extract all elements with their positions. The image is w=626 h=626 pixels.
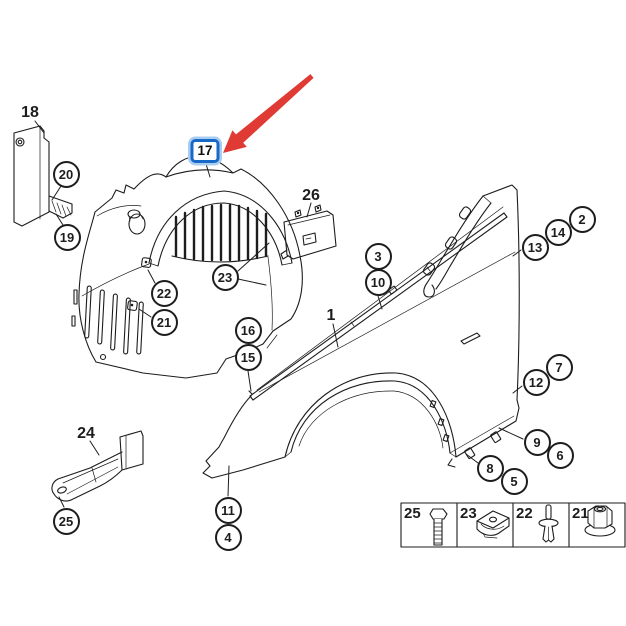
wheel-arch-liner-part17-drawing (71, 155, 303, 379)
part-label-26[interactable]: 26 (302, 187, 320, 204)
side-panel-part18-drawing (13, 125, 73, 227)
legend-number-clip-nut[interactable]: 23 (460, 505, 477, 522)
callout-22[interactable]: 22 (150, 279, 178, 307)
callout-10[interactable]: 10 (364, 268, 392, 296)
callout-14[interactable]: 14 (544, 218, 572, 246)
callout-13[interactable]: 13 (521, 233, 549, 261)
callout-16[interactable]: 16 (234, 316, 262, 344)
callout-21[interactable]: 21 (150, 308, 178, 336)
callout-5[interactable]: 5 (500, 467, 528, 495)
callout-15[interactable]: 15 (234, 343, 262, 371)
leader-lines (34, 120, 524, 508)
part-label-1[interactable]: 1 (326, 307, 336, 324)
callout-2[interactable]: 2 (568, 205, 596, 233)
fastener-legend-table (400, 502, 626, 548)
support-bracket-part24-drawing (51, 430, 144, 502)
callout-20[interactable]: 20 (52, 160, 80, 188)
callout-23[interactable]: 23 (211, 263, 239, 291)
highlight-arrow (223, 74, 314, 153)
callout-12[interactable]: 12 (522, 368, 550, 396)
callout-11[interactable]: 11 (214, 496, 242, 524)
legend-number-rivet[interactable]: 22 (516, 505, 533, 522)
callout-6[interactable]: 6 (546, 441, 574, 469)
part-label-24[interactable]: 24 (77, 425, 95, 442)
front-fender-part1-drawing (202, 184, 520, 479)
hex-bolt-icon (429, 508, 448, 546)
callout-3[interactable]: 3 (364, 242, 392, 270)
callout-7[interactable]: 7 (545, 353, 573, 381)
callout-8[interactable]: 8 (476, 454, 504, 482)
callout-9[interactable]: 9 (523, 428, 551, 456)
mounting-plate-part26-drawing (280, 204, 337, 260)
expansion-rivet-icon (538, 504, 559, 543)
part-label-18[interactable]: 18 (21, 104, 39, 121)
callout-19[interactable]: 19 (53, 223, 81, 251)
callout-25[interactable]: 25 (52, 507, 80, 535)
highlighted-part-label[interactable]: 17 (190, 139, 220, 163)
callout-4[interactable]: 4 (214, 523, 242, 551)
clip-nut-icon (476, 510, 510, 539)
legend-number-bolt[interactable]: 25 (404, 505, 421, 522)
legend-number-plastic-nut[interactable]: 21 (572, 505, 589, 522)
plastic-nut-icon (584, 505, 616, 537)
